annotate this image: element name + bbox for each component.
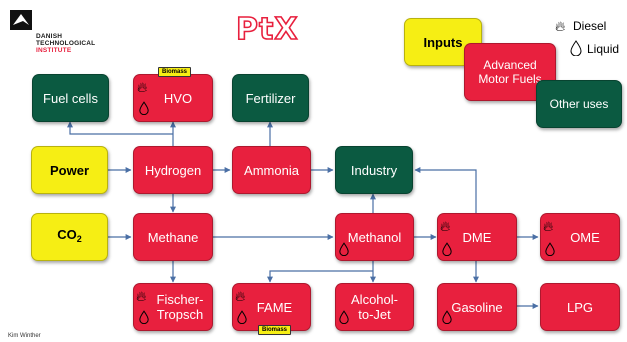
droplet-icon-dme [442,242,452,256]
node-co2-label: CO2 [57,227,82,247]
legend-liquid-label: Liquid [587,42,620,56]
node-industry: Industry [335,146,413,194]
droplet-icon-ome [545,242,555,256]
flame-icon-hvo: 🔥︎ [137,79,148,95]
node-hvo-label: HVO [163,90,193,106]
node-dme-label: DME [462,229,492,245]
dti-logo-icon [10,10,32,30]
node-hydrogen-label: Hydrogen [144,162,202,178]
node-ammonia-label: Ammonia [244,162,299,178]
node-methane: Methane [133,213,213,261]
node-ome: OME [540,213,620,261]
node-fame: FAME [232,283,311,331]
node-fertilizer: Fertilizer [232,74,309,122]
node-fertilizer-label: Fertilizer [245,90,296,106]
node-gasoline-label: Gasoline [451,299,503,315]
logo-line-2: TECHNOLOGICAL [36,40,96,47]
node-methanol-label: Methanol [347,229,402,245]
arrow-hydrogen-fuelcells [67,121,173,135]
node-alcohol-to-jet-label: Alcohol-to-Jet [351,292,398,322]
flame-icon-ome: 🔥︎ [543,218,554,234]
node-power-label: Power [49,162,89,178]
node-industry-label: Industry [350,162,398,178]
node-alcohol-to-jet: Alcohol-to-Jet [335,283,414,331]
author-credit: Kim Winther [8,333,41,339]
logo-line-3: INSTITUTE [36,47,72,54]
flame-icon-dme: 🔥︎ [440,218,451,234]
node-co2-subscript: 2 [76,234,82,244]
logo-text: DANISH TECHNOLOGICAL INSTITUTE [36,33,95,54]
node-lpg-label: LPG [566,299,593,315]
legend-flame-icon: 🔥︎ [555,18,566,34]
logo-line-1: DANISH [36,33,63,40]
node-fuel-cells-label: Fuel cells [43,90,98,106]
node-power: Power [31,146,108,194]
legend-inputs: Inputs [404,18,482,66]
node-hydrogen: Hydrogen [133,146,213,194]
droplet-icon-methanol [339,242,349,256]
droplet-icon-fischer [139,310,149,324]
node-lpg: LPG [540,283,620,331]
droplet-icon-fame [237,310,247,324]
node-ome-label: OME [570,229,600,245]
flame-icon-fischer: 🔥︎ [136,288,147,304]
arrow-dme-industry [414,167,477,213]
node-fame-label: FAME [256,299,293,315]
node-fuel-cells: Fuel cells [32,74,109,122]
legend-droplet-icon [570,40,582,56]
legend-other-uses: Other uses [536,80,622,128]
page-title: PtX [235,11,299,48]
biomass-tag-fame: Biomass [258,325,292,335]
node-methane-label: Methane [147,229,199,245]
node-gasoline: Gasoline [437,283,517,331]
node-fischer-tropsch-label: Fischer-Tropsch [156,292,204,322]
legend-other-label: Other uses [549,96,609,111]
legend-inputs-label: Inputs [423,34,463,50]
arrow-methanol-fame [267,270,373,283]
node-dme: DME [437,213,517,261]
droplet-icon-gasoline [442,310,452,324]
node-ammonia: Ammonia [232,146,311,194]
droplet-icon-hvo [139,101,149,115]
legend-advanced-label: Advanced Motor Fuels [478,58,542,86]
droplet-icon-atj [339,310,349,324]
flame-icon-fame: 🔥︎ [235,288,246,304]
biomass-tag-hvo: Biomass [158,67,192,77]
node-co2-main: CO [57,227,77,242]
legend-diesel-label: Diesel [573,19,607,33]
node-co2: CO2 [31,213,108,261]
